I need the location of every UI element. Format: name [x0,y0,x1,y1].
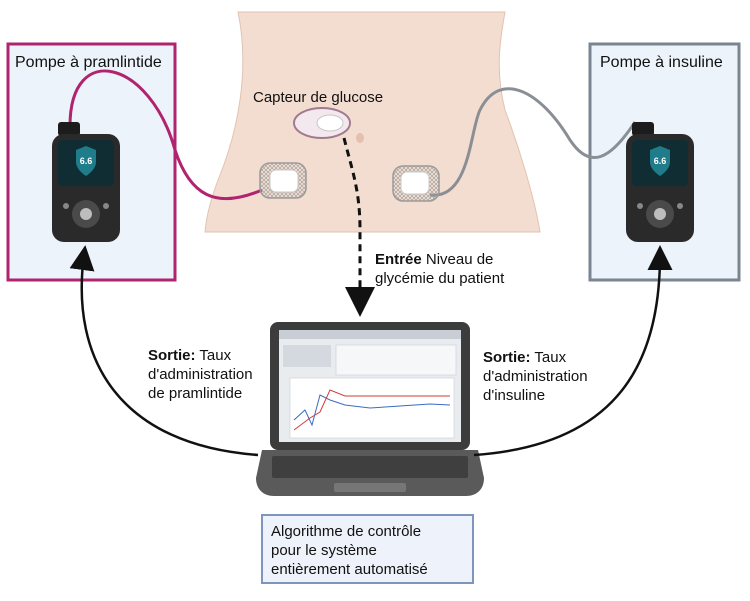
output-arrow-left [69,245,259,457]
pramlintide-tubing [68,69,263,201]
pramlintide-infusion-site [259,162,307,199]
algorithm-line1: Algorithme de contrôle [271,523,422,540]
output-left-line2: d'administration [148,366,253,383]
algorithm-box: Algorithme de contrôle pour le système e… [261,514,474,584]
glucose-sensor-label: Capteur de glucose [253,89,384,106]
input-label-bold: Entrée [375,251,422,268]
input-label-line2: glycémie du patient [375,270,505,287]
glucose-sensor [293,107,351,139]
insulin-pump-device: 6.6 [626,122,694,242]
output-left-rest: Taux [195,347,232,364]
input-label: Entrée Niveau de glycémie du patient [375,250,504,288]
input-arrow [342,137,375,317]
output-left-line3: de pramlintide [148,385,243,402]
navel [356,133,364,143]
insulin-infusion-site [392,165,440,202]
algorithm-line2: pour le système [271,542,377,559]
output-left-label: Sortie: Taux d'administration de pramlin… [148,346,253,403]
output-right-line3: d'insuline [483,387,546,404]
output-arrow-right [473,245,673,457]
insulin-pump-label: Pompe à insuline [600,54,723,71]
torso [204,11,541,233]
laptop [256,322,484,496]
output-left-bold: Sortie: [148,347,196,364]
output-right-label: Sortie: Taux d'administration d'insuline [483,348,588,405]
pramlintide-pump-reading: 6.6 [80,156,93,166]
output-right-bold: Sortie: [483,349,531,366]
insulin-tubing [429,87,637,197]
insulin-pump-reading: 6.6 [654,156,667,166]
pramlintide-pump-device: 6.6 [52,122,120,242]
output-right-rest: Taux [530,349,567,366]
pramlintide-pump-label: Pompe à pramlintide [15,54,162,71]
input-label-rest: Niveau de [421,251,494,268]
output-right-line2: d'administration [483,368,588,385]
algorithm-line3: entièrement automatisé [271,561,428,578]
